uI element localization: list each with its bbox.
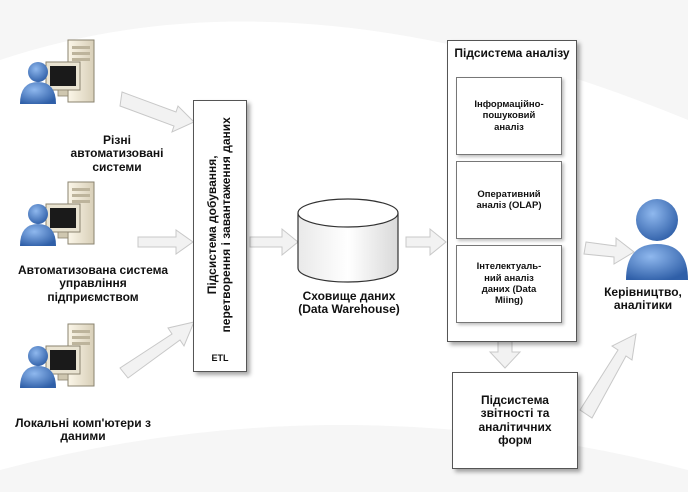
module-olap-label: Оперативний аналіз (OLAP) xyxy=(476,188,542,211)
module-info-search-label: Інформаційно-пошуковий аналіз xyxy=(474,98,544,133)
arrow-reporting-to-users-icon xyxy=(579,333,637,419)
arrow-analysis-to-users-icon xyxy=(583,236,635,265)
reporting-title: Підсистема звітності та аналітичних форм xyxy=(478,392,552,447)
source-enterprise-system-label: Автоматизована система управління підпри… xyxy=(17,263,169,304)
reporting-subsystem-box: Підсистема звітності та аналітичних форм xyxy=(452,372,578,469)
module-data-mining-label: Інтелектуаль-ний аналіз даних (Data Miin… xyxy=(476,261,542,307)
users-label: Керівництво, аналітики xyxy=(604,285,682,313)
etl-title-text: Підсистема добування, перетворення і зав… xyxy=(205,117,233,333)
source-local-computers-label: Локальні комп'ютери з даними xyxy=(15,416,151,444)
source-automated-systems-label: Різні автоматизовані системи xyxy=(70,133,164,174)
background-swoosh-top xyxy=(0,0,688,120)
etl-title: Підсистема добування, перетворення і зав… xyxy=(205,115,234,335)
workstation-icon xyxy=(19,181,95,247)
etl-subsystem-box: Підсистема добування, перетворення і зав… xyxy=(193,100,247,372)
warehouse-cylinder-icon xyxy=(297,198,399,283)
module-info-search: Інформаційно-пошуковий аналіз xyxy=(456,77,562,155)
arrow-source1-to-etl-icon xyxy=(119,91,195,133)
module-data-mining: Інтелектуаль-ний аналіз даних (Data Miin… xyxy=(456,245,562,323)
arrow-analysis-to-reporting-icon xyxy=(488,339,522,369)
etl-tag: ETL xyxy=(211,353,229,363)
arrow-source2-to-etl-icon xyxy=(137,229,194,255)
analysis-title: Підсистема аналізу xyxy=(454,46,570,60)
arrow-etl-to-warehouse-icon xyxy=(249,227,299,257)
arrow-source3-to-etl-icon xyxy=(119,321,195,379)
warehouse-label: Сховище даних (Data Warehouse) xyxy=(298,289,400,317)
arrow-warehouse-to-analysis-icon xyxy=(405,227,447,257)
analysis-subsystem-box: Підсистема аналізу Інформаційно-пошукови… xyxy=(447,40,577,342)
workstation-icon xyxy=(19,323,95,389)
module-olap: Оперативний аналіз (OLAP) xyxy=(456,161,562,239)
manager-person-icon xyxy=(626,199,688,280)
